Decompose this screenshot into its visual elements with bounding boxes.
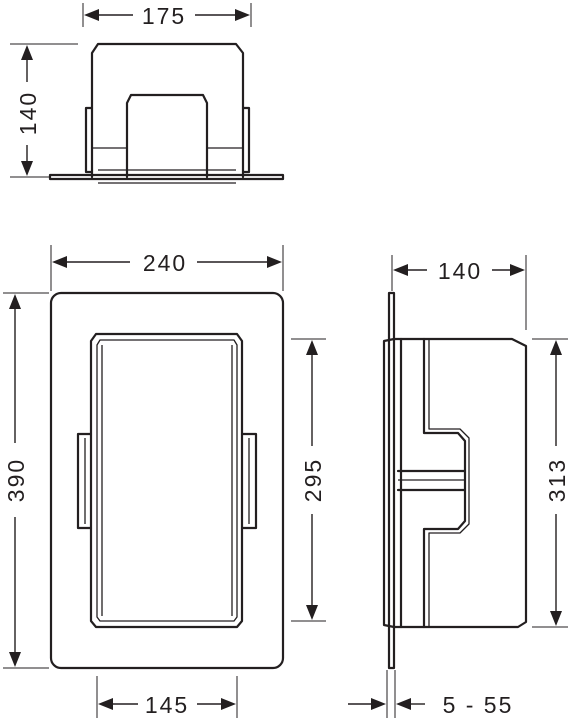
dim-side-140-arrow-right xyxy=(510,264,525,276)
dim-240-arrow-right xyxy=(267,256,282,268)
dim-wall-arrow-right xyxy=(396,698,411,710)
side-view-wall-plate xyxy=(387,291,396,670)
side-view-profile-inner xyxy=(428,339,470,627)
side-view-lip xyxy=(382,337,396,629)
front-view-recess-outer xyxy=(89,332,244,629)
front-view-recess-inner xyxy=(96,339,238,622)
top-view-housing xyxy=(90,42,245,179)
top-view-right-bracket xyxy=(241,106,251,174)
dim-140-arrow-top xyxy=(21,45,33,60)
top-view-flange xyxy=(48,173,285,181)
side-view-housing xyxy=(392,337,528,629)
dim-wall-label: 5 - 55 xyxy=(443,692,514,718)
front-view-left-tab xyxy=(76,432,93,530)
dim-145-arrow-right xyxy=(221,698,236,710)
side-view-profile xyxy=(422,337,467,629)
dim-313-label: 313 xyxy=(544,458,570,502)
front-view-frame xyxy=(49,291,285,670)
dim-295-arrow-top xyxy=(306,340,318,355)
dim-side-140-label: 140 xyxy=(438,258,482,284)
dim-140-label: 140 xyxy=(15,91,41,135)
dim-390-arrow-bottom xyxy=(9,652,21,667)
dim-313-arrow-top xyxy=(550,340,562,355)
dim-313-arrow-bottom xyxy=(550,611,562,626)
dim-side-140-arrow-left xyxy=(393,264,408,276)
front-view: 240 390 295 145 xyxy=(3,245,326,718)
dim-390-label: 390 xyxy=(3,458,29,502)
dim-295-arrow-bottom xyxy=(306,605,318,620)
top-view-compartment xyxy=(125,93,209,179)
dim-145-label: 145 xyxy=(145,692,189,718)
dim-175-arrow-left xyxy=(84,9,99,21)
dim-240-arrow-left xyxy=(52,256,67,268)
dim-175-label: 175 xyxy=(142,3,186,29)
dim-145-arrow-left xyxy=(98,698,113,710)
side-view: 140 313 5 - 55 xyxy=(348,255,570,718)
front-view-right-tab xyxy=(240,432,258,530)
top-view-left-bracket xyxy=(84,106,94,174)
dim-390-arrow-top xyxy=(9,294,21,309)
top-view: 175 140 xyxy=(10,3,285,184)
dim-240-label: 240 xyxy=(143,250,187,276)
dim-295-label: 295 xyxy=(300,458,326,502)
dim-140-arrow-bottom xyxy=(21,161,33,176)
dim-175-arrow-right xyxy=(235,9,250,21)
dim-wall-arrow-left xyxy=(371,698,386,710)
